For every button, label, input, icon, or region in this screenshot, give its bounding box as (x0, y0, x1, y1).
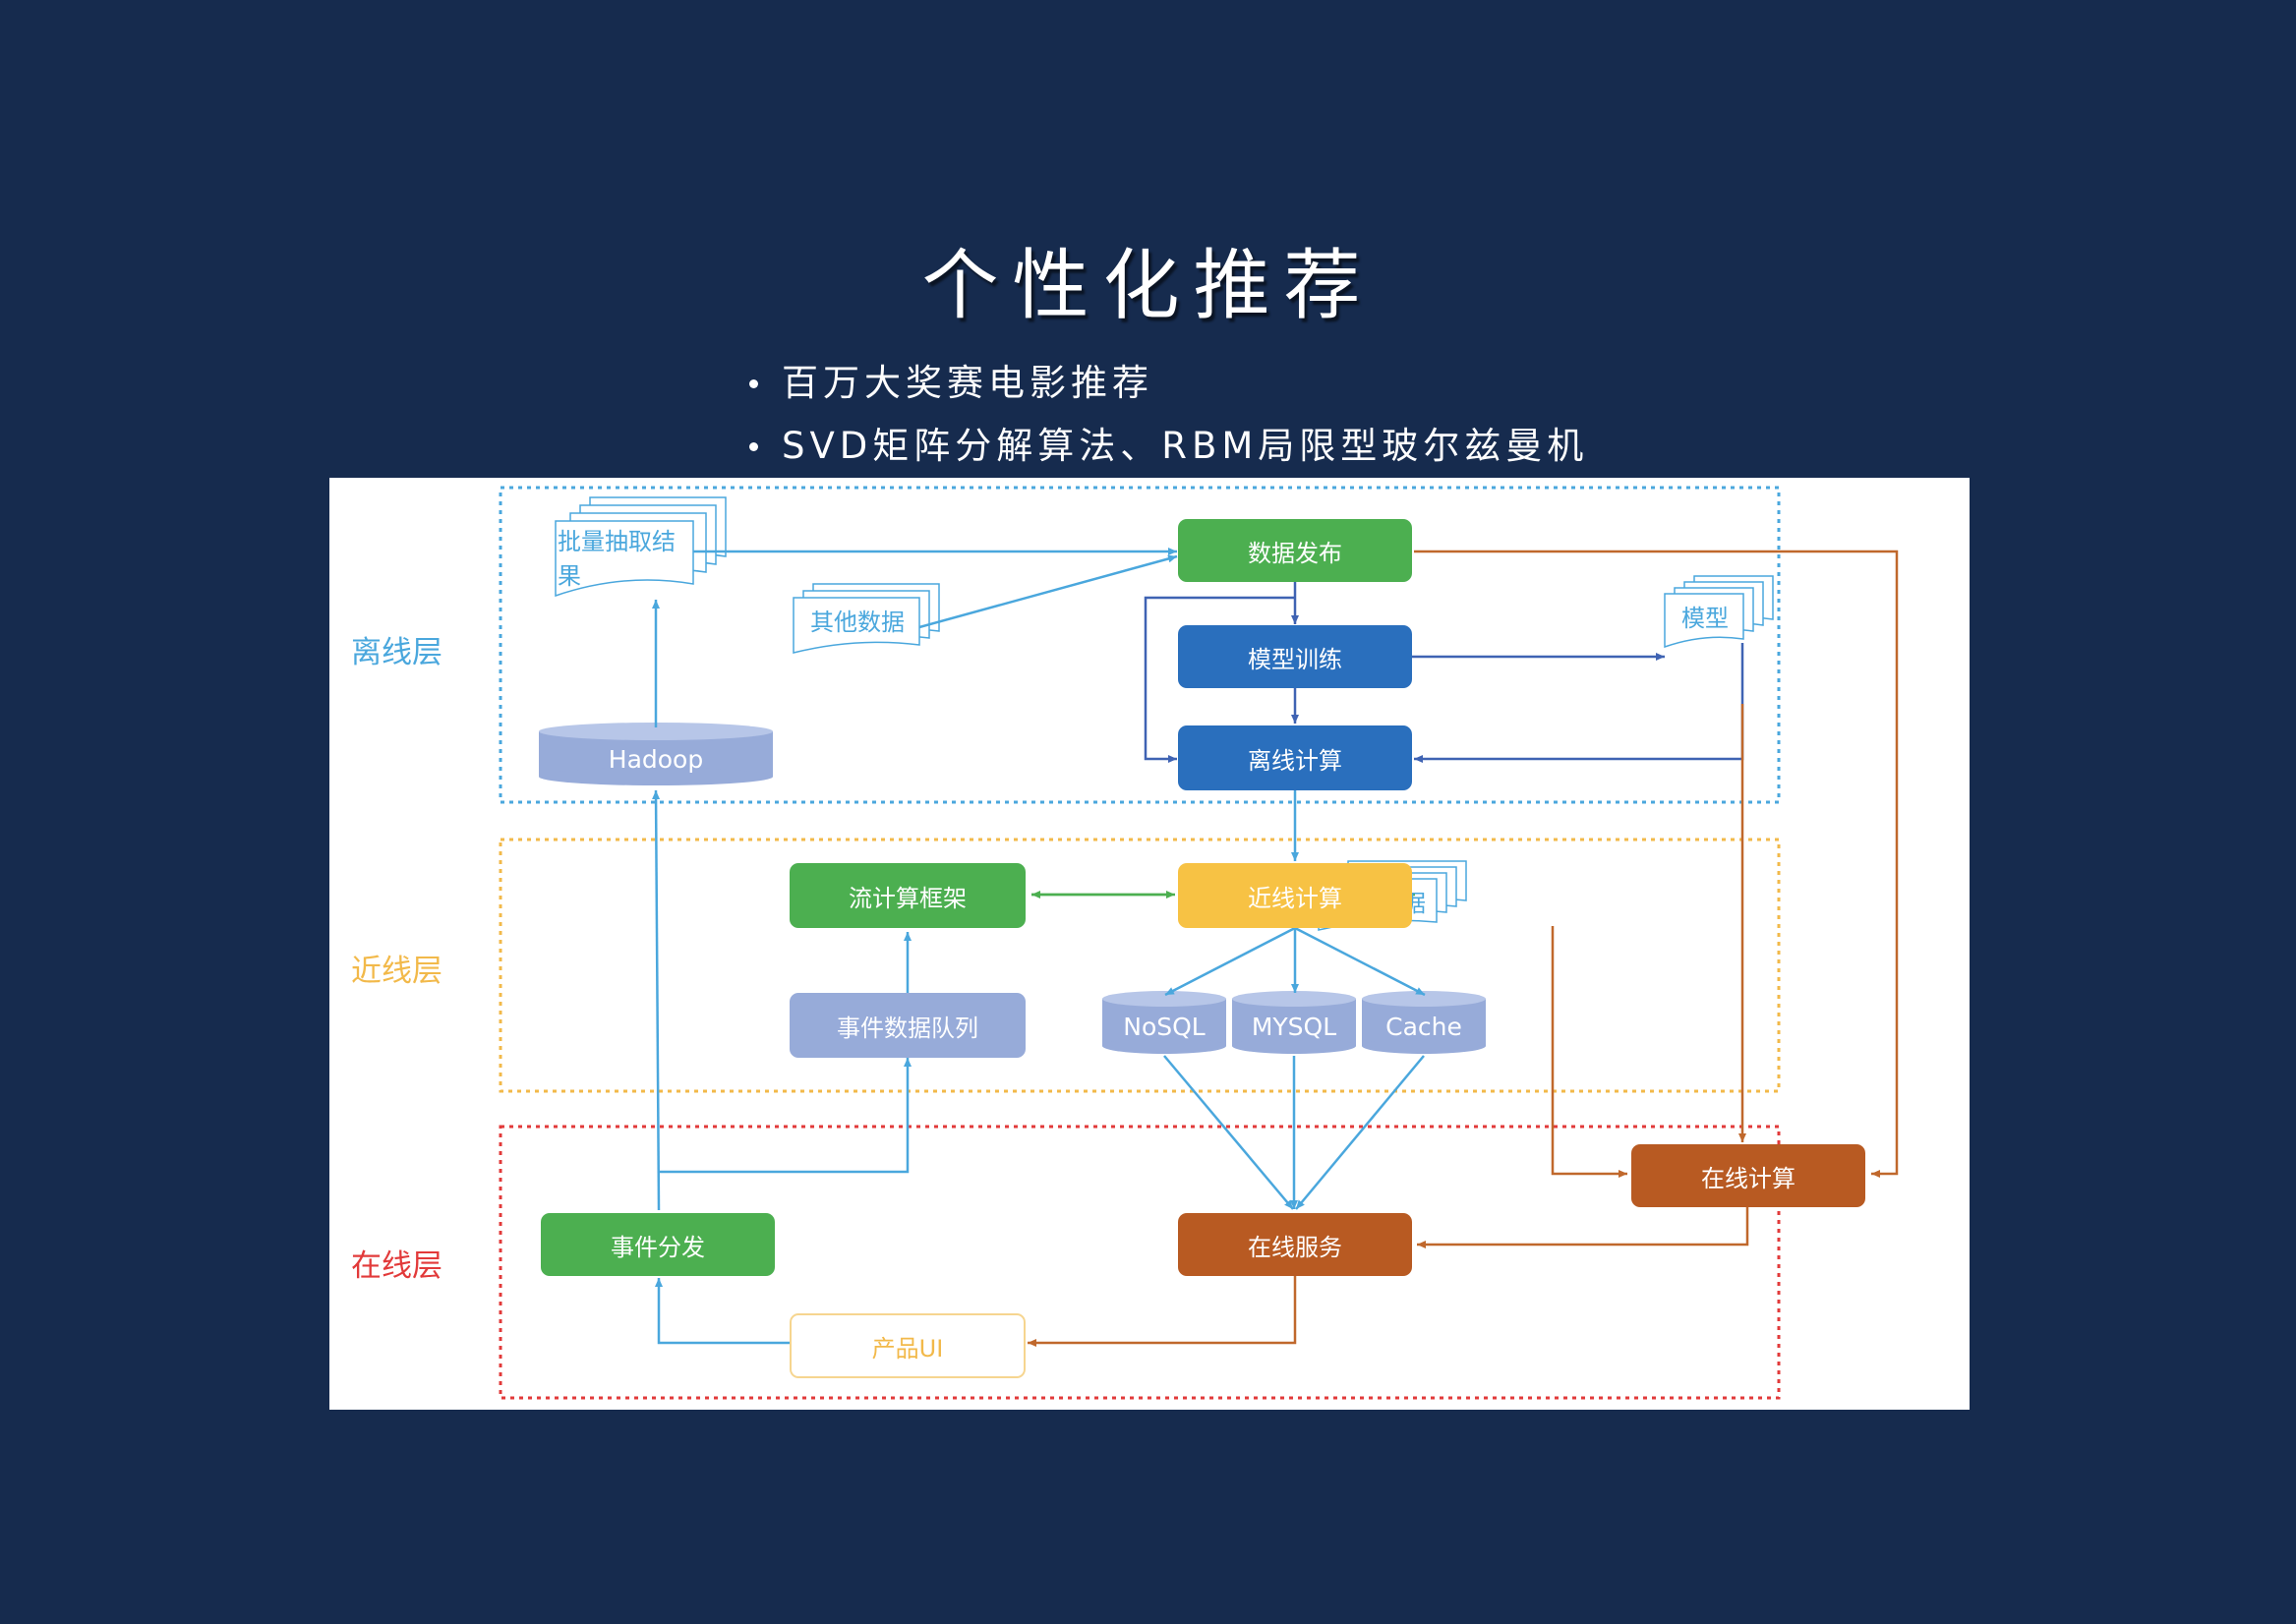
bullet-list: 百万大奖赛电影推荐 SVD矩阵分解算法、RBM局限型玻尔兹曼机 (749, 352, 1588, 478)
online-service-node: 在线服务 (1178, 1213, 1412, 1276)
online-layer-label: 在线层 (351, 1248, 442, 1284)
online-compute-node: 在线计算 (1631, 1144, 1865, 1207)
batch-results-label: 批量抽取结果 (558, 528, 676, 590)
model-label: 模型 (1681, 604, 1729, 632)
model-doc-icon (1664, 575, 1774, 649)
event-dispatch-node: 事件分发 (541, 1213, 775, 1276)
model-training-node: 模型训练 (1178, 625, 1412, 688)
architecture-diagram: 离线层 近线层 在线层 批量抽取结果 其他数据 模型 在线数据 Hadoop N… (329, 478, 1970, 1410)
offline-layer-box (499, 486, 1781, 804)
bullet-text: 百万大奖赛电影推荐 (782, 362, 1153, 404)
flow-arrows-orange (1028, 550, 1899, 1347)
hadoop-label: Hadoop (608, 744, 704, 774)
cache-label: Cache (1385, 1012, 1462, 1041)
bullet-dot-icon (749, 378, 758, 388)
cache-cylinder-icon (1362, 991, 1486, 1054)
product-ui-node: 产品UI (790, 1313, 1026, 1378)
online-layer-box (499, 1125, 1781, 1400)
slide-title: 个性化推荐 (921, 242, 1375, 330)
bullet-item: 百万大奖赛电影推荐 (749, 352, 1588, 415)
stream-framework-node: 流计算框架 (790, 863, 1026, 928)
bullet-dot-icon (749, 441, 758, 451)
batch-results-doc-icon (555, 496, 727, 598)
event-queue-node: 事件数据队列 (790, 993, 1026, 1058)
other-data-label: 其他数据 (810, 608, 905, 636)
flow-arrows-light-blue (652, 548, 1426, 1345)
other-data-doc-icon (793, 583, 940, 654)
bullet-item: SVD矩阵分解算法、RBM局限型玻尔兹曼机 (749, 415, 1588, 478)
offline-compute-node: 离线计算 (1178, 725, 1412, 790)
data-publish-node: 数据发布 (1178, 519, 1412, 582)
bullet-text: SVD矩阵分解算法、RBM局限型玻尔兹曼机 (782, 425, 1589, 467)
nosql-label: NoSQL (1123, 1012, 1206, 1041)
nearline-layer-label: 近线层 (351, 954, 442, 989)
offline-layer-label: 离线层 (351, 635, 442, 670)
mysql-label: MYSQL (1251, 1012, 1337, 1041)
nosql-cylinder-icon (1102, 991, 1226, 1054)
mysql-cylinder-icon (1232, 991, 1356, 1054)
nearline-compute-node: 近线计算 (1178, 863, 1412, 928)
nearline-layer-box (499, 838, 1781, 1093)
hadoop-cylinder-icon (539, 723, 773, 785)
